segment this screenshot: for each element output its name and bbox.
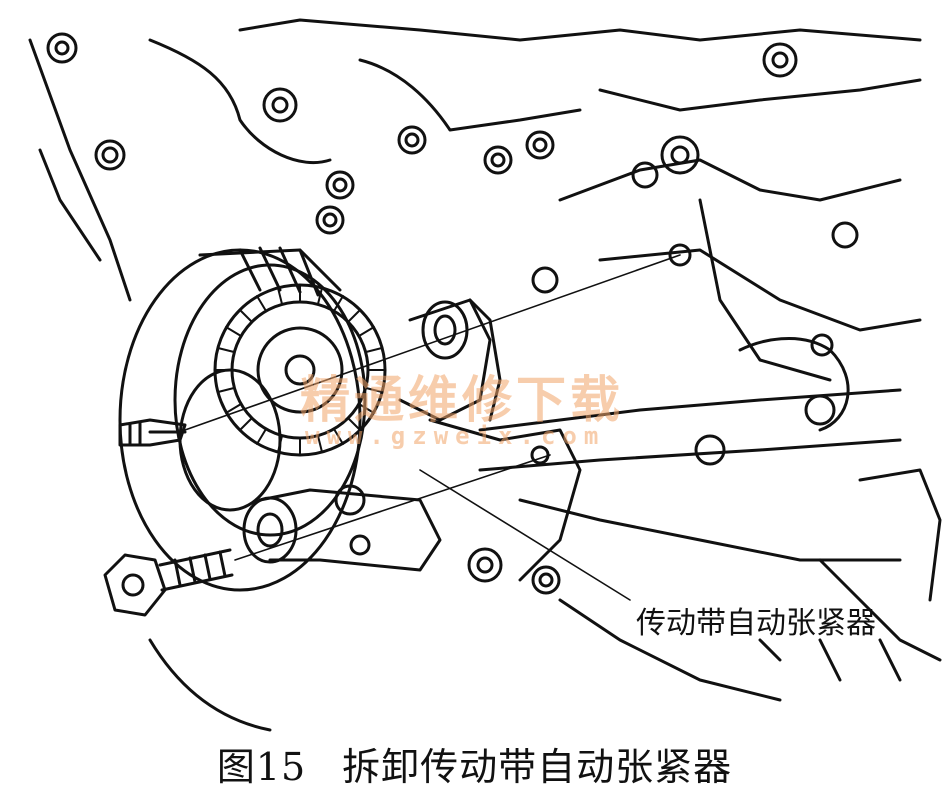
caption-title: 拆卸传动带自动张紧器 [342, 745, 733, 789]
block-bolts [46, 32, 859, 595]
alignment-lines [184, 254, 681, 601]
tensioner-pulley [213, 283, 387, 457]
figure-caption: 图15 拆卸传动带自动张紧器 [0, 736, 949, 791]
tensioner-callout-label: 传动带自动张紧器 [636, 606, 876, 641]
watermark-name: 精通维修下载 [300, 371, 624, 429]
engine-block [28, 18, 942, 732]
tensioner-body [242, 298, 582, 582]
lower-bolt [103, 548, 234, 617]
caption-number: 图15 [216, 745, 307, 789]
watermark-url: www.gzweix.com [305, 422, 606, 450]
upper-bolt [118, 418, 187, 447]
